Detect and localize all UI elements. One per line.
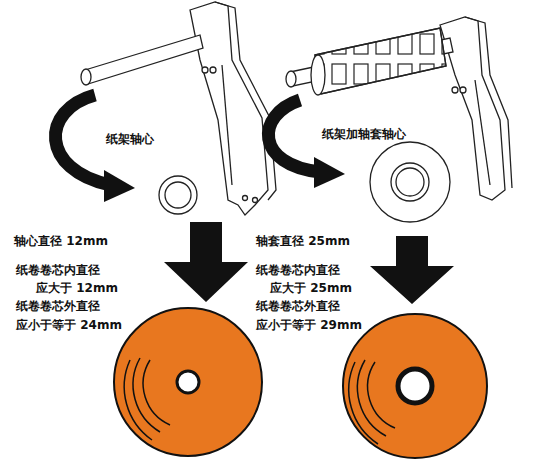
spec-note: 纸卷卷芯内直径 xyxy=(256,263,340,277)
curved-arrow xyxy=(55,95,110,185)
spec-note: 纸卷卷芯外直径 xyxy=(16,299,100,313)
sleeve-ring xyxy=(370,142,450,222)
down-arrow xyxy=(370,236,454,304)
dimension: 轴套直径 25mm xyxy=(256,234,350,248)
dimension: 轴心直径 12mm xyxy=(14,234,108,248)
part-name: 纸架加轴套轴心 xyxy=(320,127,408,141)
paper-holder xyxy=(286,17,512,200)
down-arrow xyxy=(164,222,248,302)
spec-note: 应大于 25mm xyxy=(270,281,352,295)
spec-note: 应小于等于 24mm xyxy=(16,318,122,332)
paper-holder xyxy=(81,2,276,215)
curved-arrow xyxy=(268,100,320,172)
paper-roll xyxy=(343,314,487,458)
axis-ring xyxy=(159,176,197,214)
part-name: 纸架轴心 xyxy=(104,132,156,146)
spec-note: 应大于 12mm xyxy=(36,281,118,295)
paper-roll xyxy=(114,308,262,456)
spec-note: 应小于等于 29mm xyxy=(256,318,362,332)
arrow-head xyxy=(314,157,345,188)
spec-note: 纸卷卷芯内直径 xyxy=(16,263,100,277)
spec-note: 纸卷卷芯外直径 xyxy=(256,299,340,313)
arrow-head xyxy=(104,170,135,202)
